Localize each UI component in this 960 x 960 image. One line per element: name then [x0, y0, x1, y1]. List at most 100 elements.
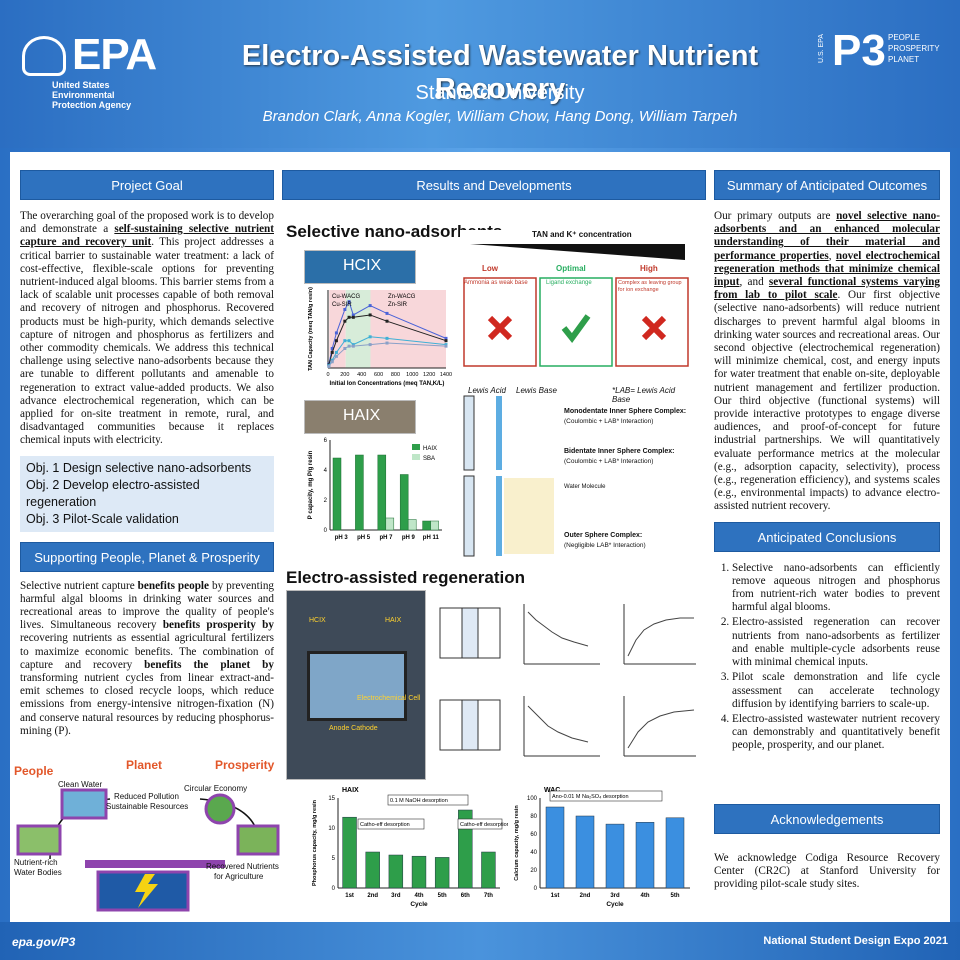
capture-label: Nutrient Capture and Recovery — [86, 850, 197, 859]
annotation-label: 0.1 M NaOH desorption — [390, 798, 448, 804]
bar-HAIX — [377, 454, 387, 531]
right-column: Summary of Anticipated Outcomes Our prim… — [714, 170, 940, 890]
data-point — [368, 335, 372, 339]
epa-logo[interactable]: EPA United States Environmental Protecti… — [22, 28, 157, 110]
data-point — [334, 350, 338, 354]
outer-sphere-zone — [504, 478, 554, 554]
data-point — [334, 339, 338, 343]
x-tick-label: 5th — [438, 893, 447, 899]
data-point — [330, 358, 334, 362]
lab-setup-photo: HCIX HAIX Electrochemical Cell Anode Cat… — [286, 590, 426, 780]
chart-title: HAIX — [342, 787, 359, 794]
data-point — [444, 339, 448, 343]
p3-logo[interactable]: U.S. EPA P3 PEOPLE PROSPERITY PLANET — [818, 26, 948, 90]
data-point — [347, 344, 351, 348]
high-region — [370, 290, 446, 368]
conclusion-item: Pilot scale demonstration and life cycle… — [732, 671, 940, 711]
acknowledgements-text: We acknowledge Codiga Resource Recovery … — [714, 852, 940, 891]
y-tick-label: 15 — [328, 796, 335, 802]
epa-seal-icon — [22, 36, 66, 76]
panel-b-border — [539, 277, 613, 367]
legend-entry: Cu-WACG — [332, 294, 360, 300]
legend-entry: Zn-WACG — [388, 294, 416, 300]
footer-link[interactable]: epa.gov/P3 — [12, 935, 76, 949]
y-tick-label: 6 — [324, 438, 328, 444]
project-goal-banner: Project Goal — [20, 170, 274, 200]
monitor-image — [307, 651, 407, 721]
lightning-icon — [135, 874, 158, 908]
data-point — [343, 308, 347, 311]
x-tick-label: 1000 — [406, 372, 418, 378]
x-tick-label: 1st — [551, 893, 560, 899]
data-point — [385, 311, 389, 315]
bar-SBA — [407, 519, 417, 531]
cross-icon-a — [487, 315, 513, 341]
poster-body: Project Goal The overarching goal of the… — [10, 152, 950, 922]
x-tick-label: 2nd — [580, 893, 591, 899]
bar-cycle — [545, 806, 565, 889]
x-tick-label: 1400 — [440, 372, 452, 378]
y-axis-label: TAN Capacity (meq TAN/g resin) — [308, 287, 314, 371]
bar-HAIX — [399, 474, 409, 531]
x-tick-label: 4th — [641, 893, 650, 899]
reduced-pollution-label: Reduced Pollution — [114, 792, 179, 801]
annotation-box — [457, 818, 503, 830]
conclusion-item: Electro-assisted wastewater nutrient rec… — [732, 713, 940, 753]
x-tick-label: 4th — [415, 893, 424, 899]
acknowledgements-banner: Acknowledgements — [714, 804, 940, 834]
data-point — [444, 336, 448, 340]
x-tick-label: pH 9 — [402, 535, 416, 541]
data-point — [351, 343, 355, 347]
objective-1: Obj. 1 Design selective nano-adsorbents — [26, 460, 252, 475]
supporting-text: Selective nutrient capture benefits peop… — [20, 579, 275, 737]
bar-cycle — [481, 851, 496, 889]
panel-a-cell-diagram — [439, 607, 501, 659]
middle-column: Results and Developments Selective nano-… — [282, 170, 706, 922]
x-tick-label: 7th — [484, 893, 493, 899]
panel-b-plot — [523, 604, 600, 665]
x-tick-label: pH 7 — [379, 535, 393, 541]
bar-SBA — [430, 520, 439, 531]
chart-title: WAC — [544, 787, 560, 794]
left-column: Project Goal The overarching goal of the… — [20, 170, 274, 738]
bar-HAIX — [332, 457, 342, 531]
x-tick-label: 6th — [461, 893, 470, 899]
y-tick-label: 0 — [534, 886, 538, 892]
p3-mark: P3 — [832, 26, 886, 75]
objective-3: Obj. 3 Pilot-Scale validation — [26, 511, 179, 526]
y-tick-label: 4 — [324, 468, 328, 474]
data-point — [347, 315, 351, 319]
legend-entry: HAIX — [423, 446, 437, 452]
p3-cycle-diagram: People Planet Prosperity Clean Water Red… — [10, 758, 282, 914]
data-point — [385, 341, 389, 345]
x-tick-label: 400 — [357, 372, 366, 378]
nutrient-rich-label: Nutrient-rich — [14, 858, 58, 867]
poster-title: Electro-Assisted Wastewater Nutrient Rec… — [241, 40, 759, 105]
p3-cycle-svg — [16, 788, 280, 912]
y-tick-label: 0 — [324, 528, 328, 534]
circular-economy-label: Circular Economy — [184, 784, 248, 793]
panel-d-cell-diagram — [439, 699, 501, 751]
x-tick-label: pH 3 — [335, 535, 349, 541]
panel-a-border — [463, 277, 537, 367]
summary-banner: Summary of Anticipated Outcomes — [714, 170, 940, 200]
prosperity-label: Prosperity — [215, 758, 275, 772]
y-tick-label: 10 — [328, 826, 335, 832]
project-goal-text: The overarching goal of the proposed wor… — [20, 210, 274, 447]
x-tick-label: 200 — [340, 372, 349, 378]
panel-e-plot — [523, 696, 600, 757]
bar-cycle — [458, 809, 473, 889]
bar-cycle — [605, 823, 625, 889]
objective-2: Obj. 2 Develop electro-assisted regenera… — [26, 477, 200, 509]
recovered-nutrients-image — [236, 824, 280, 856]
bar-cycle — [635, 822, 655, 889]
data-point — [368, 304, 372, 308]
footer-event: National Student Design Expo 2021 — [763, 935, 948, 947]
data-point — [444, 344, 448, 348]
y-tick-label: 2 — [324, 498, 328, 504]
data-point — [347, 339, 351, 343]
annotation-box — [549, 790, 663, 802]
